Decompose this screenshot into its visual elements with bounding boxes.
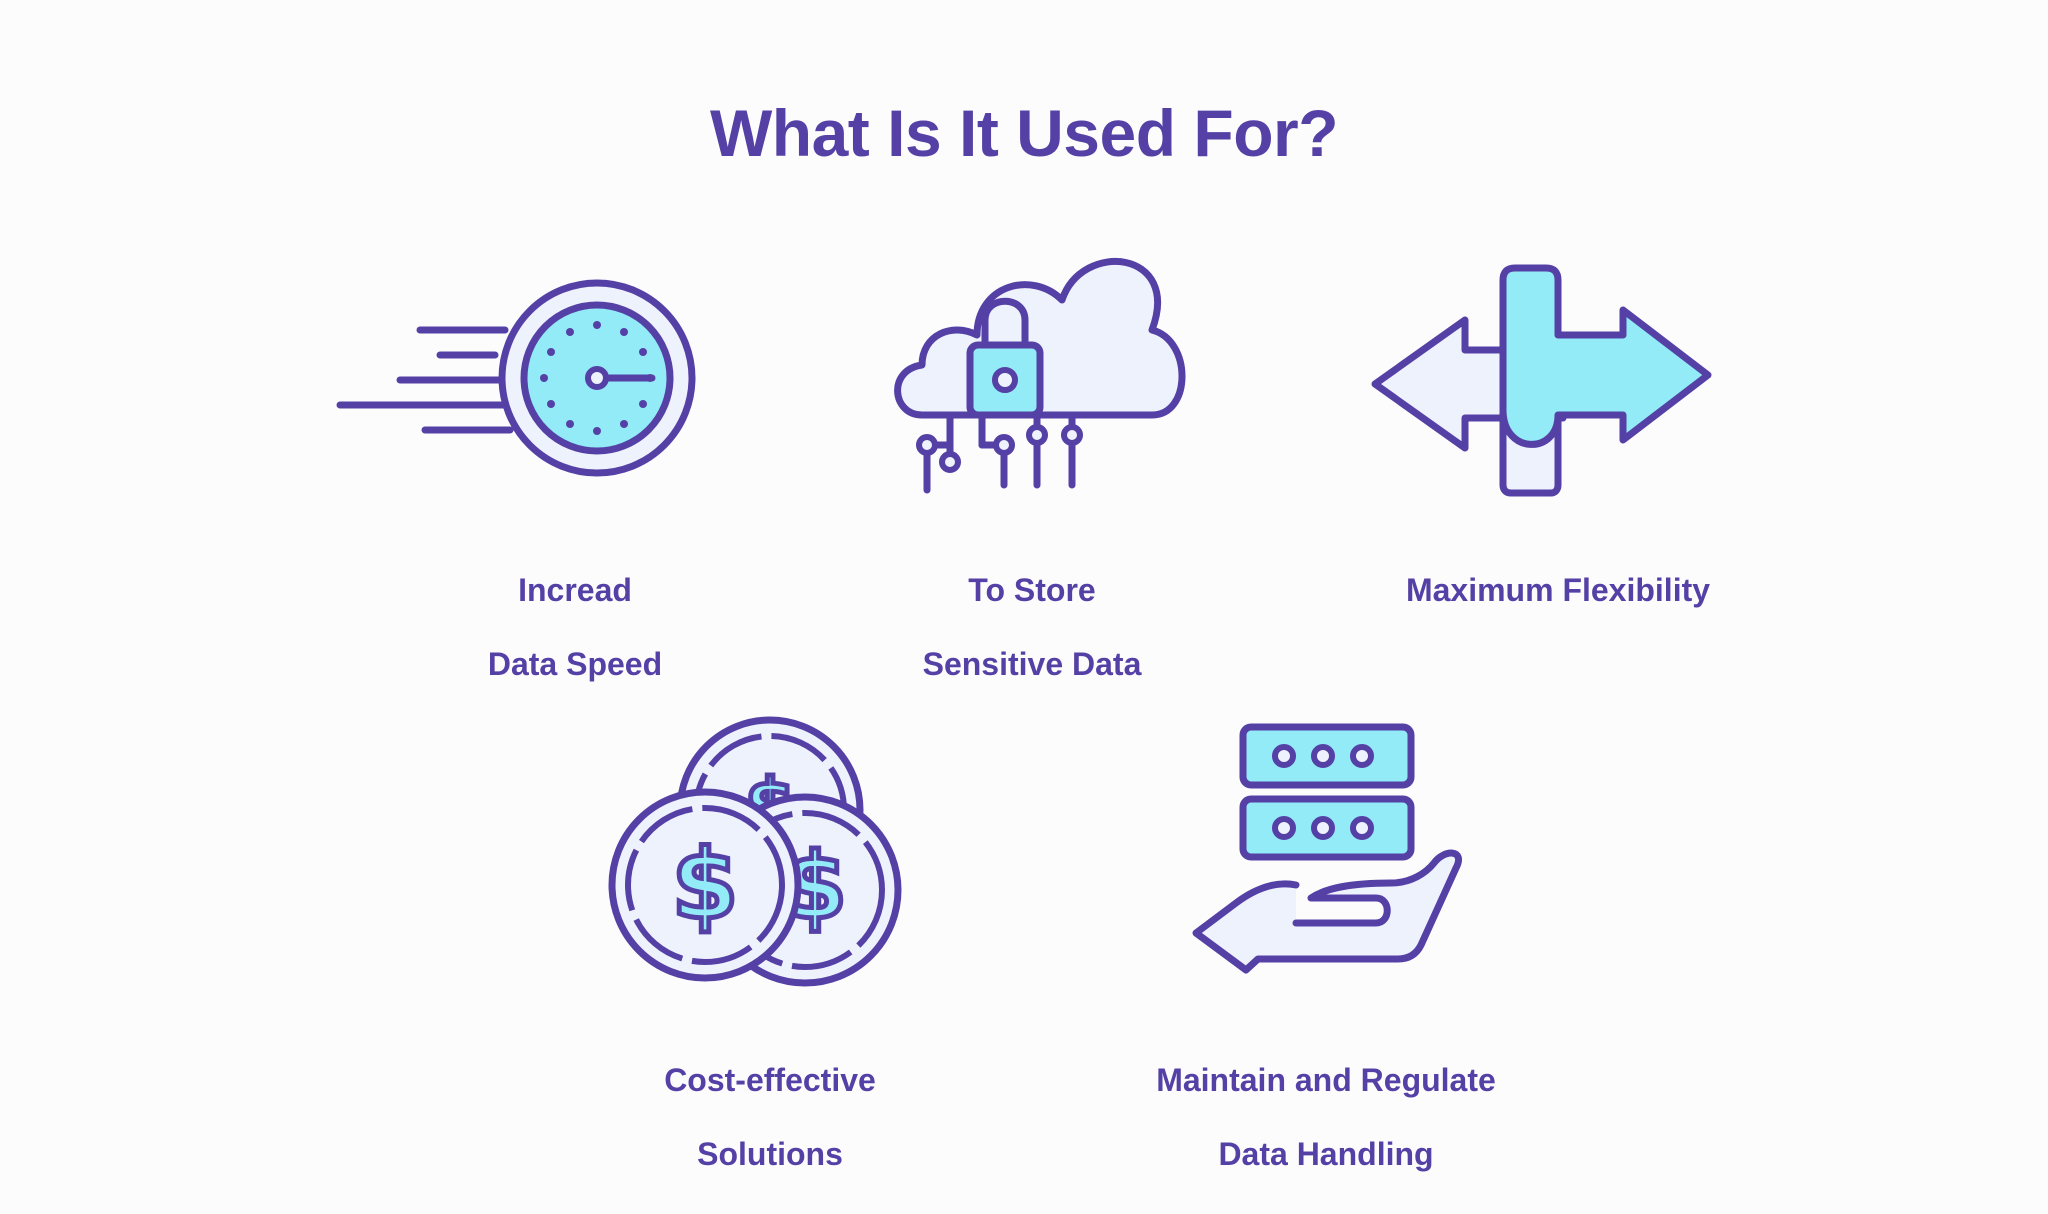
item-label-line: To Store <box>968 572 1096 608</box>
item-flexibility: Maximum Flexibility <box>1278 250 1838 630</box>
page-title: What Is It Used For? <box>709 96 1339 170</box>
item-label-line: Sensitive Data <box>922 646 1142 682</box>
server-hand-icon <box>1192 723 1462 974</box>
item-data-speed: Incread Data Speed <box>295 250 855 682</box>
item-sensitive-data: To Store Sensitive Data <box>752 240 1312 682</box>
item-label: Incread Data Speed <box>295 535 855 720</box>
item-label-line: Maintain and Regulate <box>1156 1062 1496 1098</box>
stopwatch-speed-icon <box>336 279 696 477</box>
item-cost-effective: $ $ $ Cost-effective Solutions <box>490 715 1050 1172</box>
item-label: Maximum Flexibility <box>1278 535 1838 646</box>
item-label-line: Data Speed <box>487 646 663 682</box>
cloud-lock-icon <box>894 257 1186 494</box>
item-label: To Store Sensitive Data <box>752 535 1312 720</box>
item-label-line: Solutions <box>697 1136 843 1172</box>
item-data-handling: Maintain and Regulate Data Handling <box>1046 715 1606 1172</box>
svg-text:$: $ <box>672 829 739 941</box>
item-label: Cost-effective Solutions <box>490 1025 1050 1210</box>
item-label: Maintain and Regulate Data Handling <box>1046 1025 1606 1210</box>
item-label-line: Cost-effective <box>664 1062 876 1098</box>
item-label-line: Incread <box>518 572 632 608</box>
dollar-coins-icon: $ $ $ <box>608 716 902 987</box>
item-label-line: Data Handling <box>1218 1136 1434 1172</box>
item-label-line: Maximum Flexibility <box>1405 572 1711 608</box>
split-arrows-icon <box>1371 264 1712 497</box>
